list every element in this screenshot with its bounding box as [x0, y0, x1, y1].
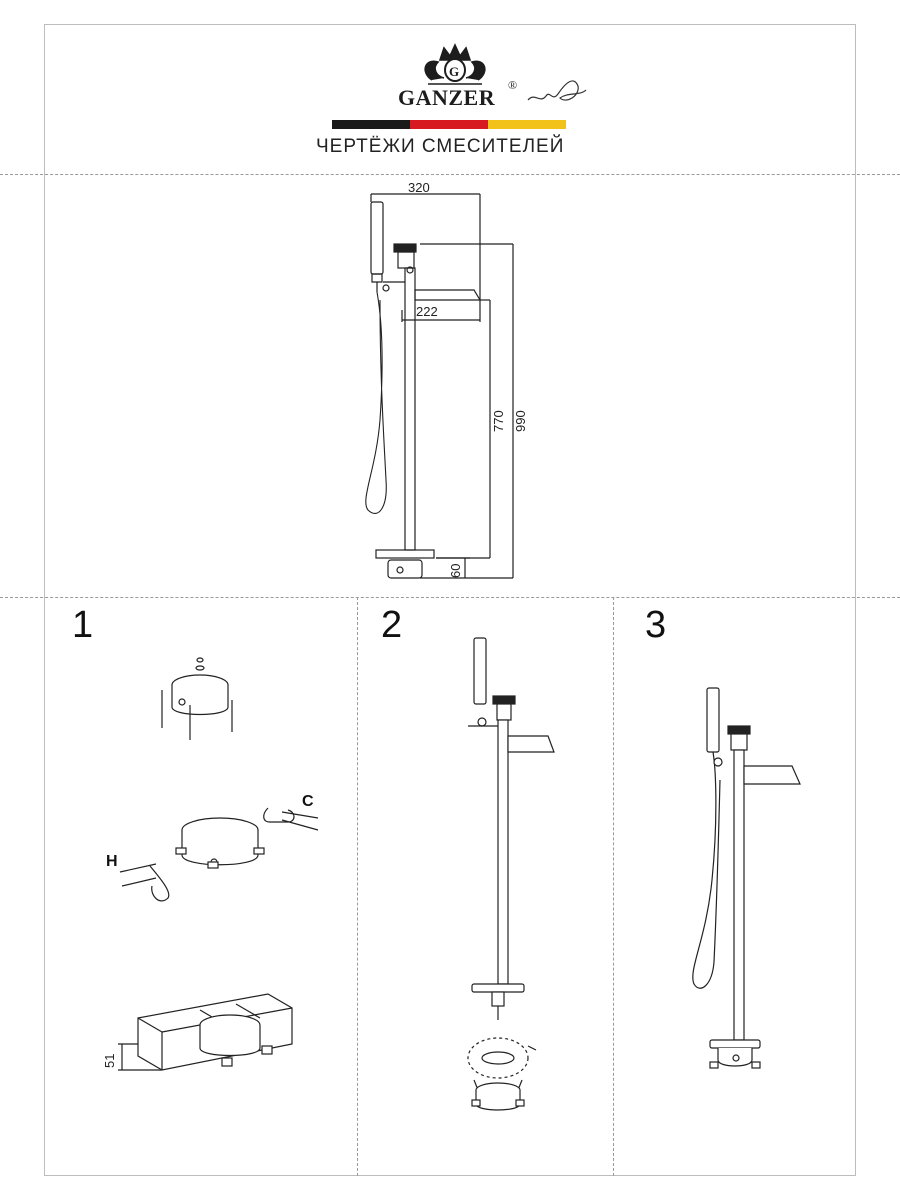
flag-stripe-yellow: [488, 120, 566, 129]
cold-water-label: C: [302, 793, 314, 810]
dim-base-height: 60: [448, 564, 463, 578]
brand-name: GANZER: [398, 85, 496, 110]
dim-width-total: 320: [408, 180, 430, 195]
drawing-sheet: [44, 24, 856, 1176]
divider-step-1-2: [357, 597, 358, 1176]
hot-water-label: H: [106, 853, 118, 870]
divider-header: [0, 174, 900, 175]
divider-step-2-3: [613, 597, 614, 1176]
step-number-3: 3: [645, 604, 667, 646]
dim-install-depth: 51: [102, 1054, 117, 1068]
registered-mark: ®: [508, 78, 518, 92]
flag-stripe-red: [410, 120, 488, 129]
dim-spout-reach: 222: [416, 304, 438, 319]
flag-stripe-black: [332, 120, 410, 129]
dim-spout-height: 770: [491, 410, 506, 432]
dim-total-height: 990: [513, 410, 528, 432]
document-title: ЧЕРТЁЖИ СМЕСИТЕЛЕЙ: [316, 136, 565, 157]
step-number-1: 1: [72, 604, 94, 646]
step-number-2: 2: [381, 604, 403, 646]
divider-middle: [0, 597, 900, 598]
